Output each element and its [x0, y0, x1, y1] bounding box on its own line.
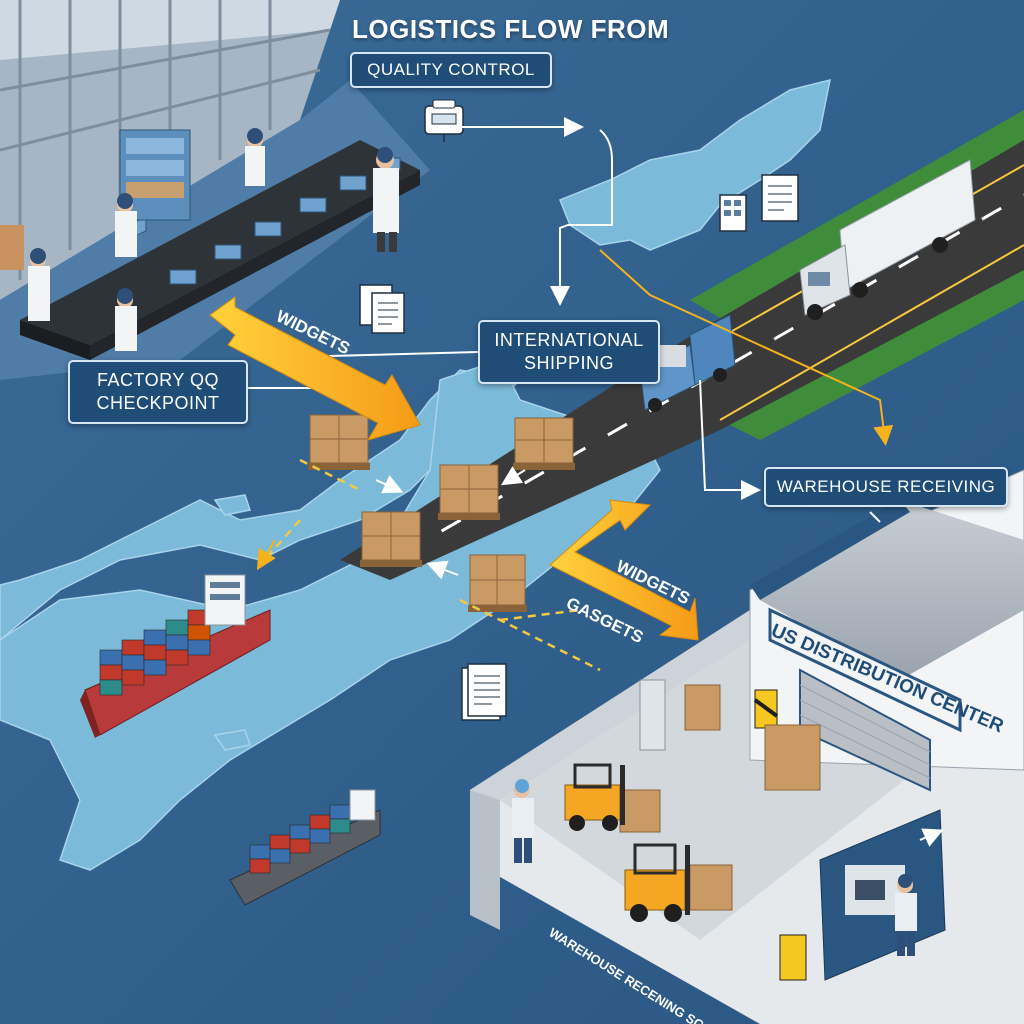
factory-workers	[28, 128, 399, 351]
cargo-pallets	[308, 414, 575, 612]
yellow-route-line-short	[256, 539, 276, 571]
semi-truck	[799, 159, 976, 320]
yellow-route-line	[599, 249, 894, 446]
flatbed-truck	[639, 314, 736, 412]
document-icon	[359, 284, 405, 334]
customs-forms-icon	[719, 174, 799, 232]
factory-area	[0, 0, 430, 380]
quality-control-label: QUALITY CONTROL	[350, 52, 552, 88]
warehouse-workers	[512, 779, 917, 956]
factory-checkpoint-label: FACTORY QQ CHECKPOINT	[68, 360, 248, 424]
container-ship-large	[80, 574, 271, 738]
diagram-title: LOGISTICS FLOW FROM	[352, 14, 670, 44]
warehouse-receiving-label: WAREHOUSE RECEIVING	[764, 467, 1008, 507]
inspection-terminal-icon	[424, 99, 464, 142]
container-ship-small	[229, 789, 381, 906]
document-stack-icon	[461, 663, 507, 721]
forklifts	[564, 763, 690, 922]
international-shipping-label: INTERNATIONAL SHIPPING	[478, 320, 660, 384]
dashed-flow-lines	[259, 458, 601, 672]
warehouse-building	[470, 469, 1024, 1024]
